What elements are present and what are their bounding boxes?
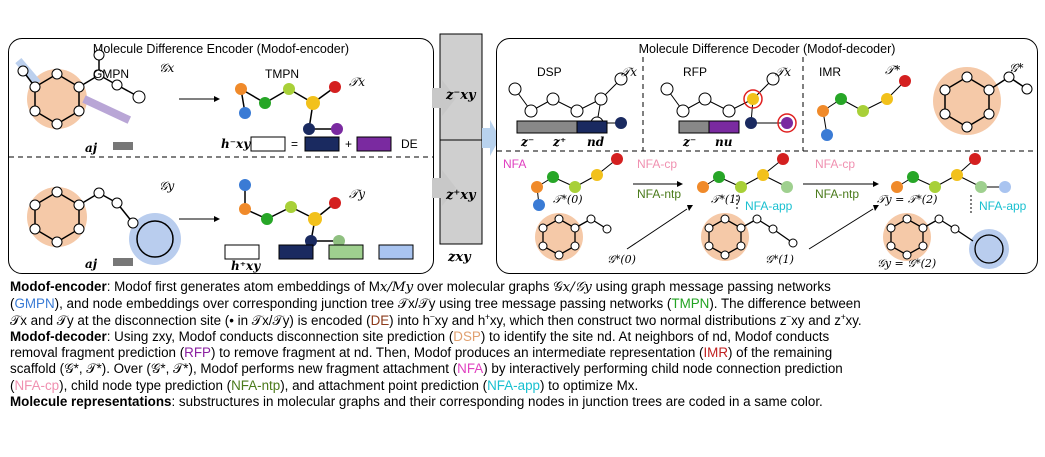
gstar-label: 𝒢* <box>1009 61 1024 75</box>
hplus-label: h⁺xy <box>231 259 261 273</box>
nfa-molecule-2 <box>883 213 1009 269</box>
decoder-panel: Molecule Difference Decoder (Modof-decod… <box>496 38 1038 274</box>
figure-caption: Modof-encoder: Modof first generates ato… <box>10 279 1040 410</box>
nfa-app-label-1: NFA-app <box>745 199 793 213</box>
caption-decoder-heading: Modof-decoder <box>10 328 107 344</box>
nd-label: nd <box>587 135 605 149</box>
rfp-label: RFP <box>683 65 707 79</box>
latent-diagram <box>432 33 500 245</box>
zplus-label: z⁺xy <box>446 188 476 203</box>
rfp-zm-label: z⁻ <box>683 135 697 149</box>
nfa-cp-label-2: NFA-cp <box>815 157 856 171</box>
nfa-label: NFA <box>503 157 527 171</box>
caption-line-6: scaffold (𝒢*, 𝒯*). Over (𝒢*, 𝒯*), Modof … <box>10 361 843 377</box>
caption-line-8: Molecule representations: substructures … <box>10 394 823 410</box>
plus-label-top: + <box>345 137 353 151</box>
tx-label: 𝒯x <box>349 75 365 89</box>
hminus-label: h⁻xy <box>221 137 251 151</box>
nfa-tree-1 <box>697 153 793 193</box>
caption-line-2: (GMPN), and node embeddings over corresp… <box>10 296 861 312</box>
caption-encoder-heading: Modof-encoder <box>10 279 107 294</box>
aj-label-top: aj <box>85 141 98 155</box>
gx-label: 𝒢x <box>159 61 175 75</box>
molecule-gy <box>27 186 181 265</box>
nfa-tree-2 <box>891 153 1011 193</box>
nu-label: nu <box>715 135 733 149</box>
de-label: DE <box>401 137 418 151</box>
imr-label: IMR <box>819 65 841 79</box>
dsp-tree <box>508 72 628 130</box>
molecule-gx <box>15 49 146 130</box>
zminus-label: z⁻xy <box>446 88 476 103</box>
g0-label: 𝒢*(0) <box>607 253 636 266</box>
nfa-molecule-1 <box>701 213 798 261</box>
encoder-diagram <box>9 49 433 266</box>
g1-label: 𝒢*(1) <box>765 253 794 266</box>
dsp-tx-label: 𝒯x <box>621 65 637 79</box>
tstar-label: 𝒯* <box>885 63 901 77</box>
nfa-tree-0 <box>531 153 623 211</box>
tmpn-label: TMPN <box>265 67 299 81</box>
eq-label-top: = <box>291 137 299 151</box>
zm-label: z⁻ <box>521 135 535 149</box>
t1-label: 𝒯*(1) <box>711 193 741 206</box>
gmpn-label: GMPN <box>93 67 129 81</box>
z-label: zxy <box>448 250 471 265</box>
encoder-title: Molecule Difference Encoder (Modof-encod… <box>92 42 350 56</box>
tree-ty <box>239 179 345 247</box>
caption-line-1: Modof-encoder: Modof first generates ato… <box>10 279 831 295</box>
caption-line-4: Modof-decoder: Using zxy, Modof conducts… <box>10 328 830 344</box>
t2-label: 𝒯y = 𝒯*(2) <box>877 193 938 206</box>
gy-label: 𝒢y <box>159 179 175 193</box>
caption-line-7: (NFA-cp), child node type prediction (NF… <box>10 377 639 393</box>
gstar-molecule <box>933 67 1033 135</box>
imr-tree <box>817 75 911 141</box>
encoder-panel: Molecule Difference Encoder (Modof-encod… <box>8 38 434 274</box>
nfa-app-label-2: NFA-app <box>979 199 1027 213</box>
ty-label: 𝒯y <box>349 187 365 201</box>
nfa-ntp-label-2: NFA-ntp <box>815 187 860 201</box>
nfa-ntp-label-1: NFA-ntp <box>637 187 682 201</box>
decoder-title: Molecule Difference Decoder (Modof-decod… <box>638 42 896 56</box>
rfp-tx-label: 𝒯x <box>775 65 791 79</box>
t0-label: 𝒯*(0) <box>553 193 583 206</box>
dsp-label: DSP <box>537 65 562 79</box>
caption-line-3: 𝒯x and 𝒯y at the disconnection site (• i… <box>10 312 862 328</box>
caption-molecule-heading: Molecule representations <box>10 394 172 410</box>
tree-tx <box>235 81 343 135</box>
g2-label: 𝒢y = 𝒢*(2) <box>877 257 937 270</box>
nfa-molecule-0 <box>535 213 612 261</box>
rfp-tree <box>660 72 797 133</box>
caption-line-5: removal fragment prediction (RFP) to rem… <box>10 345 833 361</box>
aj-label-bottom: aj <box>85 257 98 271</box>
zp-label: z⁺ <box>553 135 567 149</box>
decoder-diagram <box>497 57 1037 269</box>
nfa-cp-label-1: NFA-cp <box>637 157 678 171</box>
